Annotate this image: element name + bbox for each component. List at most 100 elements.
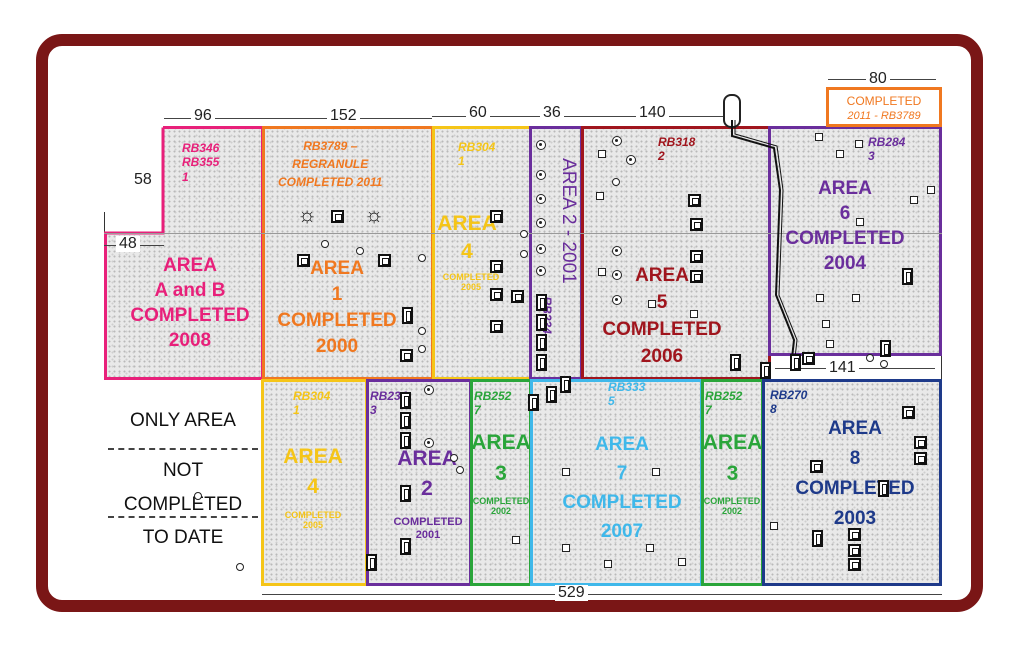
small-square-icon: [910, 196, 918, 204]
target-circle-icon: [424, 438, 434, 448]
tall-marker-icon: [878, 480, 889, 497]
small-square-icon: [678, 558, 686, 566]
target-circle-icon: [424, 385, 434, 395]
dim-60: 60: [466, 105, 490, 121]
small-square-icon: [604, 560, 612, 568]
double-square-icon: [490, 210, 503, 223]
small-circle-icon: [356, 247, 364, 255]
small-circle-icon: [321, 240, 329, 248]
zone-area-4-top[interactable]: [432, 126, 532, 380]
tall-marker-icon: [730, 354, 741, 371]
small-square-icon: [648, 300, 656, 308]
double-square-icon: [690, 250, 703, 263]
double-square-icon: [848, 528, 861, 541]
tall-marker-icon: [560, 376, 571, 393]
small-square-icon: [596, 192, 604, 200]
small-circle-icon: [520, 250, 528, 258]
small-square-icon: [826, 340, 834, 348]
area-5-title: AREA 5 COMPLETED 2006: [602, 265, 722, 367]
small-circle-icon: [450, 454, 458, 462]
double-square-icon: [914, 452, 927, 465]
area-2-bottom-title: AREA 2: [397, 447, 457, 500]
double-square-icon: [902, 406, 915, 419]
rb-area-5: RB318 2: [658, 135, 696, 164]
small-square-icon: [512, 536, 520, 544]
area-4-bottom-title: AREA 4: [283, 445, 343, 498]
sun-icon: ☼: [297, 202, 318, 227]
area-2-bottom-sub: COMPLETED 2001: [393, 516, 463, 541]
area-4-top-title: AREA 4: [437, 212, 497, 263]
pipeline: [731, 120, 798, 359]
small-square-icon: [815, 133, 823, 141]
tall-marker-icon: [400, 392, 411, 409]
small-square-icon: [562, 468, 570, 476]
only-area-line2: NOT: [162, 460, 204, 481]
double-square-icon: [490, 320, 503, 333]
tall-marker-icon: [902, 268, 913, 285]
area-3-right-sub: COMPLETED 2002: [703, 496, 761, 517]
tall-marker-icon: [400, 432, 411, 449]
rb-area-3-right: RB252 7: [705, 389, 743, 418]
zone-completed-2011[interactable]: [826, 87, 942, 127]
zone-area-6[interactable]: [768, 126, 942, 356]
small-square-icon: [652, 468, 660, 476]
dim-58: 58: [131, 172, 155, 188]
double-square-icon: [688, 194, 701, 207]
tall-marker-icon: [546, 386, 557, 403]
tall-marker-icon: [528, 394, 539, 411]
target-circle-icon: [612, 295, 622, 305]
small-square-icon: [598, 150, 606, 158]
rb-area-4-top: RB304 1: [458, 140, 496, 169]
tall-marker-icon: [536, 334, 547, 351]
zone-area-3-right[interactable]: [701, 379, 764, 586]
only-area-line1: ONLY AREA: [130, 410, 236, 431]
small-circle-icon: [418, 254, 426, 262]
double-square-icon: [297, 254, 310, 267]
small-circle-icon: [456, 466, 464, 474]
small-square-icon: [770, 522, 778, 530]
small-square-icon: [836, 150, 844, 158]
dim-48: 48: [116, 236, 140, 252]
target-circle-icon: [536, 266, 546, 276]
tall-marker-icon: [536, 354, 547, 371]
target-circle-icon: [612, 246, 622, 256]
small-circle-icon: [866, 354, 874, 362]
target-circle-icon: [536, 218, 546, 228]
area-8-title: AREA 8 COMPLETED 2003: [795, 418, 915, 529]
dashed-divider: [108, 516, 258, 518]
target-circle-icon: [536, 140, 546, 150]
dim-529: 529: [555, 585, 588, 601]
small-square-icon: [852, 294, 860, 302]
double-square-icon: [511, 290, 524, 303]
small-square-icon: [927, 186, 935, 194]
small-circle-icon: [612, 178, 620, 186]
target-circle-icon: [536, 194, 546, 204]
dim-36: 36: [540, 105, 564, 121]
rb-area-2-bottom: RB234 3: [370, 389, 408, 418]
area-3-right-title: AREA 3: [702, 431, 763, 485]
zone-area-4-bottom[interactable]: [261, 379, 368, 586]
small-circle-icon: [418, 327, 426, 335]
small-square-icon: [690, 310, 698, 318]
dim-line-529: [262, 594, 942, 595]
only-area-line3: COMPLETED: [123, 494, 243, 515]
area-ab-title: AREA A and B COMPLETED 2008: [130, 255, 250, 351]
double-square-icon: [490, 260, 503, 273]
tall-marker-icon: [366, 554, 377, 571]
double-square-icon: [848, 558, 861, 571]
double-square-icon: [914, 436, 927, 449]
small-circle-icon: [418, 345, 426, 353]
zone-area-7[interactable]: [530, 379, 703, 586]
small-circle-icon: [880, 360, 888, 368]
target-circle-icon: [612, 270, 622, 280]
small-square-icon: [646, 544, 654, 552]
zone-area-1[interactable]: [262, 126, 434, 380]
tall-marker-icon: [400, 485, 411, 502]
double-square-icon: [690, 218, 703, 231]
tall-marker-icon: [536, 294, 547, 311]
tall-marker-icon: [402, 307, 413, 324]
small-square-icon: [822, 320, 830, 328]
small-square-icon: [598, 268, 606, 276]
small-circle-icon: [520, 230, 528, 238]
tall-marker-icon: [760, 362, 771, 379]
